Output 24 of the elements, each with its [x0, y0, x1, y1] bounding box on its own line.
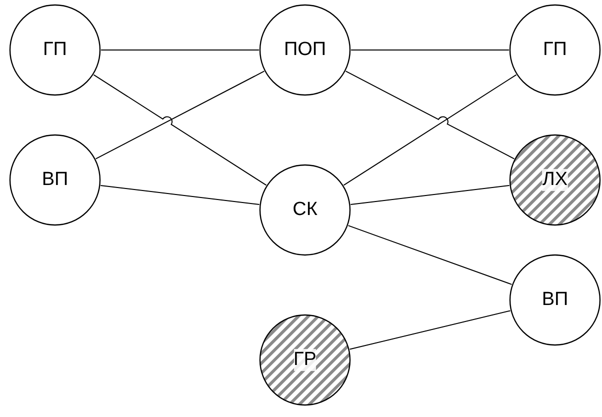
- node-label: ВП: [542, 289, 568, 311]
- node-circle: [509, 4, 601, 96]
- node-label: ВП: [42, 169, 68, 191]
- node-circle: [259, 164, 351, 256]
- node-label: ГП: [43, 39, 67, 61]
- node-circle: [9, 134, 101, 226]
- node-label: СК: [292, 199, 318, 221]
- node-label: ПОП: [284, 39, 326, 61]
- connector-line: [348, 225, 512, 285]
- connector-line: [95, 70, 265, 160]
- connector-line: [100, 184, 260, 206]
- connector-line: [349, 310, 511, 350]
- connector-line: [93, 74, 267, 186]
- node-circle: [259, 314, 351, 406]
- connector-line: [345, 70, 515, 160]
- node-label: ГП: [543, 39, 567, 61]
- connector-line: [343, 74, 517, 186]
- node-label: ГР: [294, 349, 316, 371]
- node-circle: [509, 254, 601, 346]
- node-circle: [509, 134, 601, 226]
- node-circle: [259, 4, 351, 96]
- node-label: ЛХ: [542, 169, 568, 191]
- connector-line: [350, 184, 510, 206]
- node-circle: [9, 4, 101, 96]
